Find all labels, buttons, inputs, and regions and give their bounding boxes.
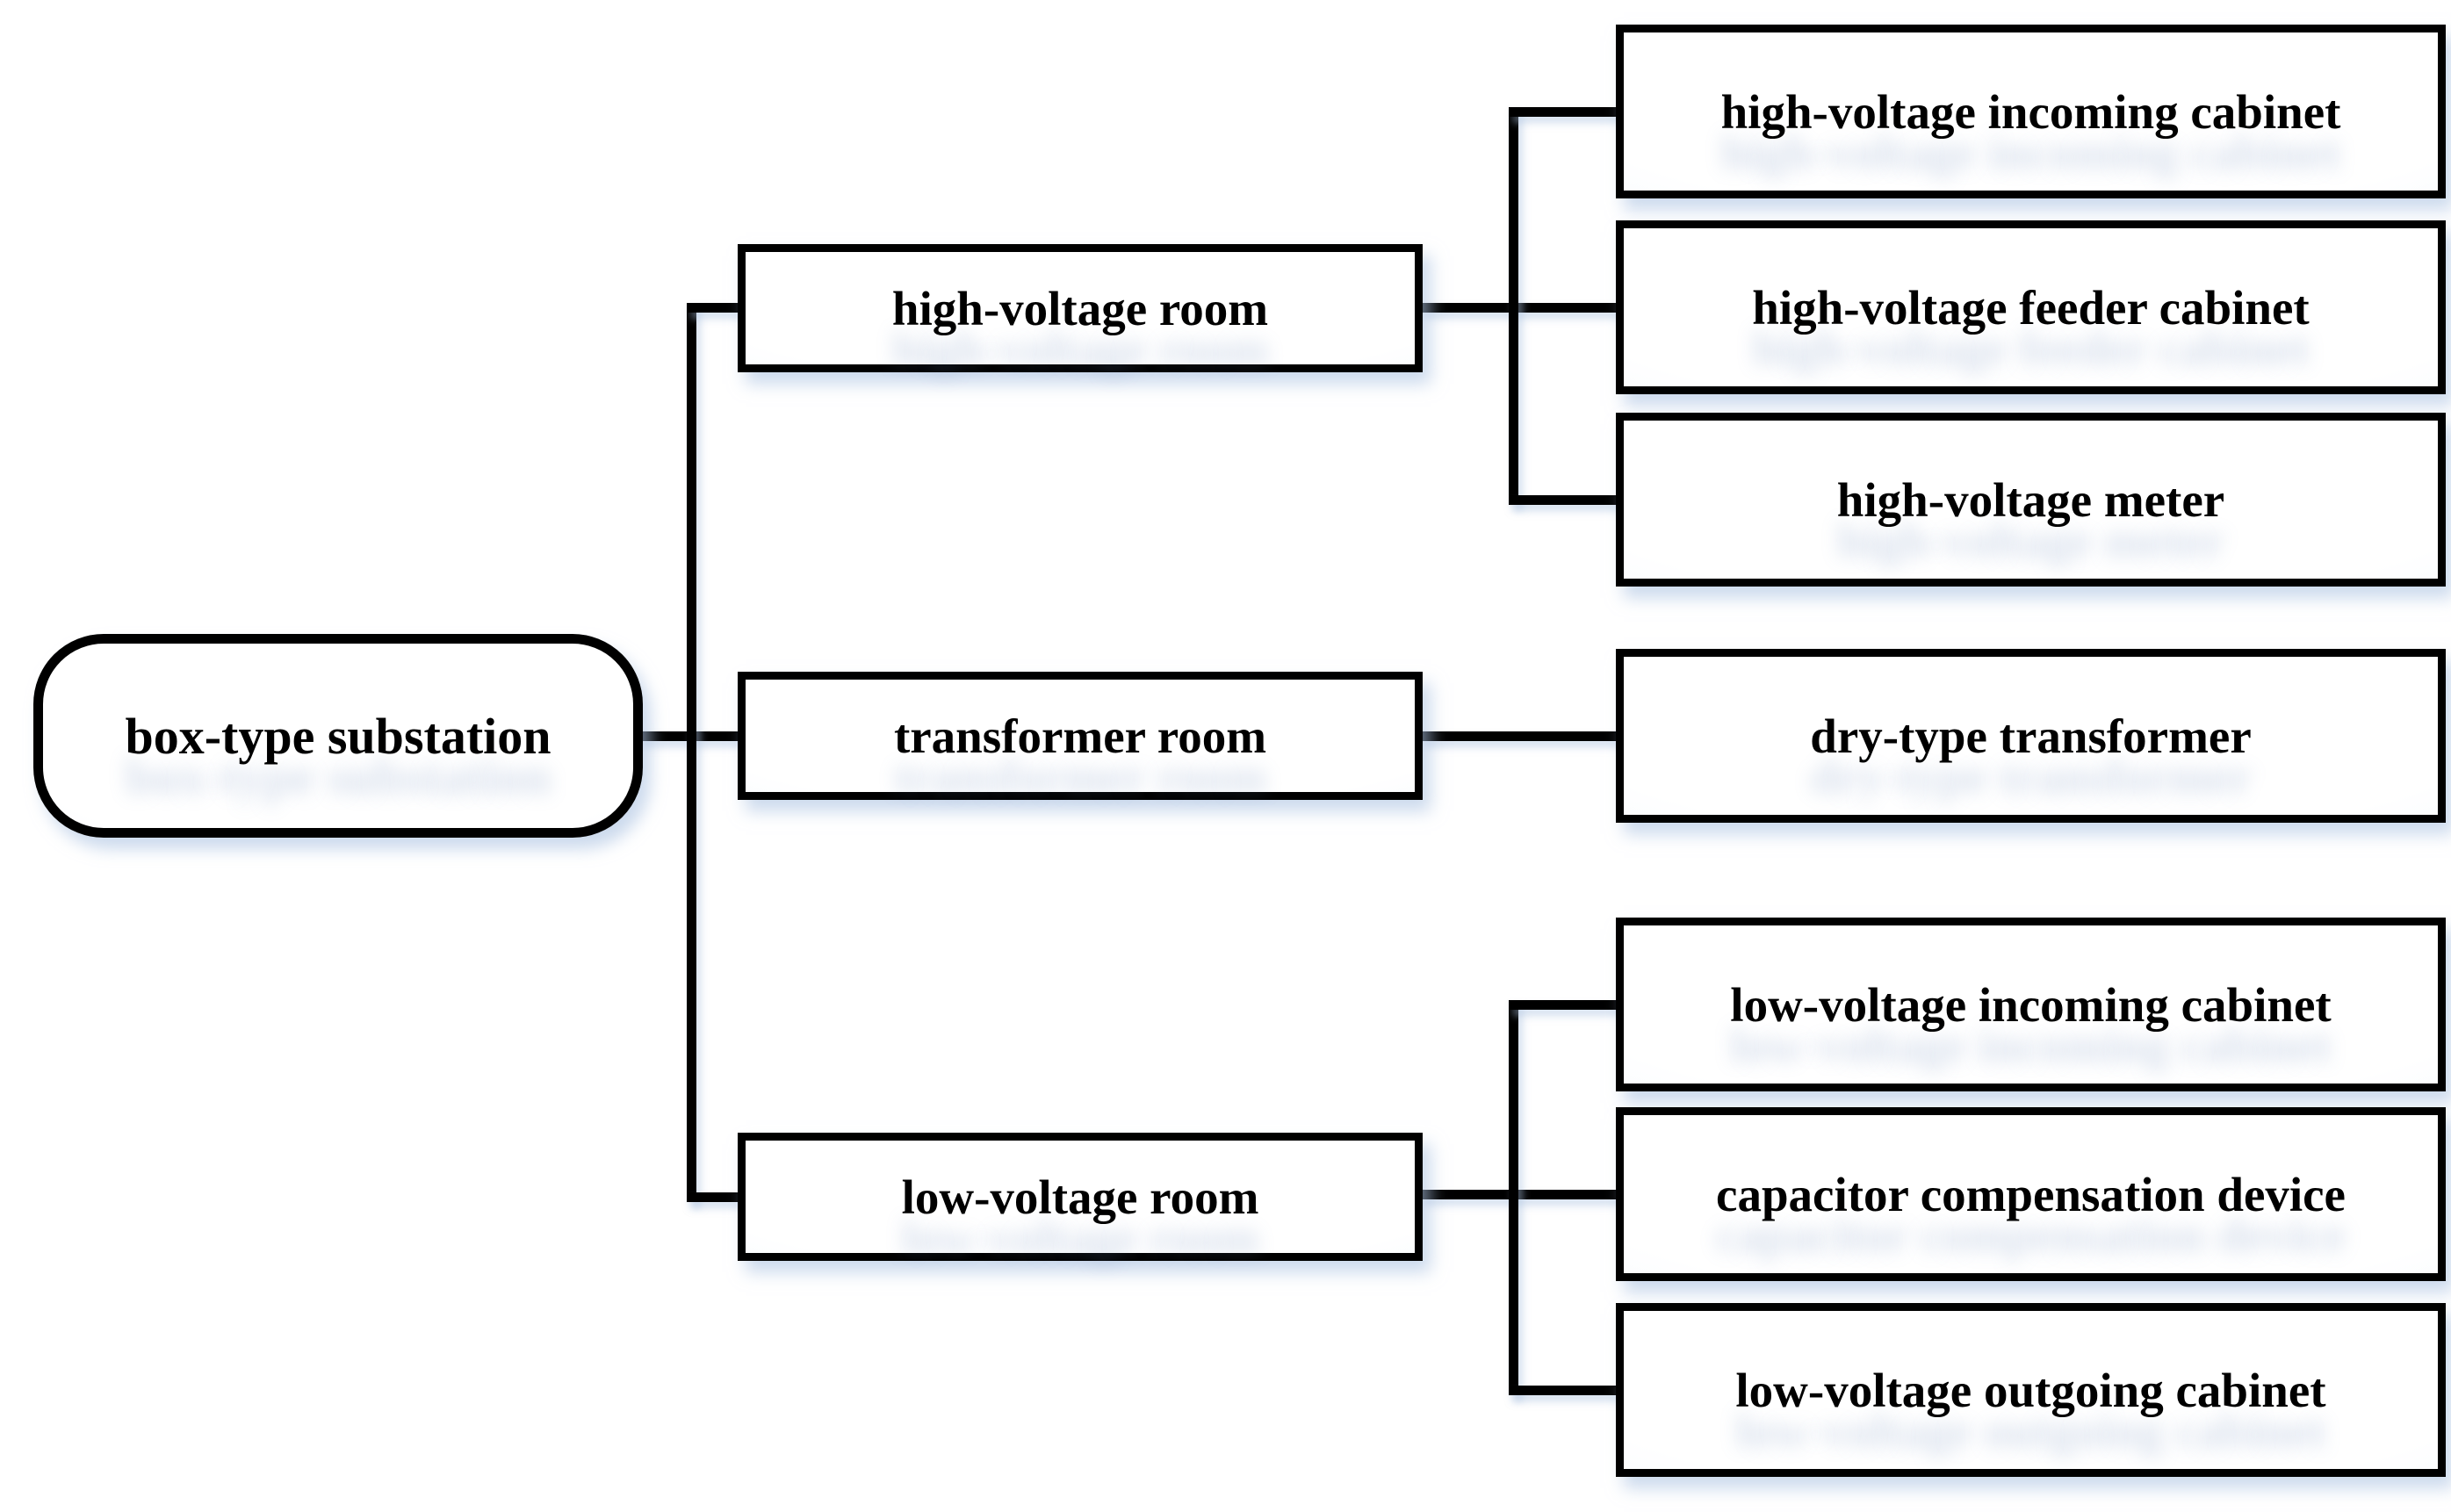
node-capacitor-compensation-device-label: capacitor compensation device [1716, 1167, 2346, 1221]
connector-transformer-room-to-dry-type-transformer [1420, 731, 1620, 741]
node-high-voltage-incoming-cabinet: high-voltage incoming cabinet [1616, 25, 2446, 198]
connector-to-high-voltage-incoming-cabinet [1509, 107, 1620, 117]
connector-low-voltage-room-to-capacitor [1420, 1190, 1620, 1199]
node-box-type-substation: box-type substation [33, 634, 643, 838]
node-dry-type-transformer: dry-type transformer [1616, 649, 2446, 823]
node-high-voltage-room: high-voltage room [738, 244, 1423, 372]
node-low-voltage-incoming-cabinet: low-voltage incoming cabinet [1616, 918, 2446, 1091]
node-low-voltage-room: low-voltage room [738, 1133, 1423, 1261]
node-high-voltage-meter: high-voltage meter [1616, 413, 2446, 587]
connector-to-low-voltage-incoming-cabinet [1509, 1000, 1620, 1010]
node-high-voltage-feeder-cabinet-label: high-voltage feeder cabinet [1752, 280, 2310, 335]
node-high-voltage-room-label: high-voltage room [891, 281, 1269, 335]
node-high-voltage-meter-label: high-voltage meter [1836, 472, 2225, 527]
connector-high-voltage-vertical [1509, 107, 1518, 504]
node-low-voltage-incoming-cabinet-label: low-voltage incoming cabinet [1730, 977, 2332, 1032]
node-capacitor-compensation-device: capacitor compensation device [1616, 1107, 2446, 1281]
connector-high-voltage-room-to-feeder [1420, 303, 1620, 313]
connector-to-high-voltage-meter [1509, 495, 1620, 505]
connector-to-low-voltage-outgoing-cabinet [1509, 1386, 1620, 1395]
connector-trunk-to-low-voltage-room [687, 1192, 740, 1202]
connector-low-voltage-vertical [1509, 1000, 1518, 1395]
node-dry-type-transformer-label: dry-type transformer [1810, 709, 2252, 763]
node-low-voltage-room-label: low-voltage room [901, 1170, 1259, 1224]
node-low-voltage-outgoing-cabinet: low-voltage outgoing cabinet [1616, 1303, 2446, 1477]
node-high-voltage-incoming-cabinet-label: high-voltage incoming cabinet [1720, 84, 2341, 139]
connector-trunk-vertical [687, 303, 696, 1202]
node-box-type-substation-label: box-type substation [125, 707, 551, 765]
node-high-voltage-feeder-cabinet: high-voltage feeder cabinet [1616, 220, 2446, 394]
node-transformer-room-label: transformer room [893, 709, 1267, 763]
node-transformer-room: transformer room [738, 672, 1423, 800]
node-low-voltage-outgoing-cabinet-label: low-voltage outgoing cabinet [1735, 1363, 2326, 1417]
connector-trunk-to-high-voltage-room [687, 303, 740, 313]
